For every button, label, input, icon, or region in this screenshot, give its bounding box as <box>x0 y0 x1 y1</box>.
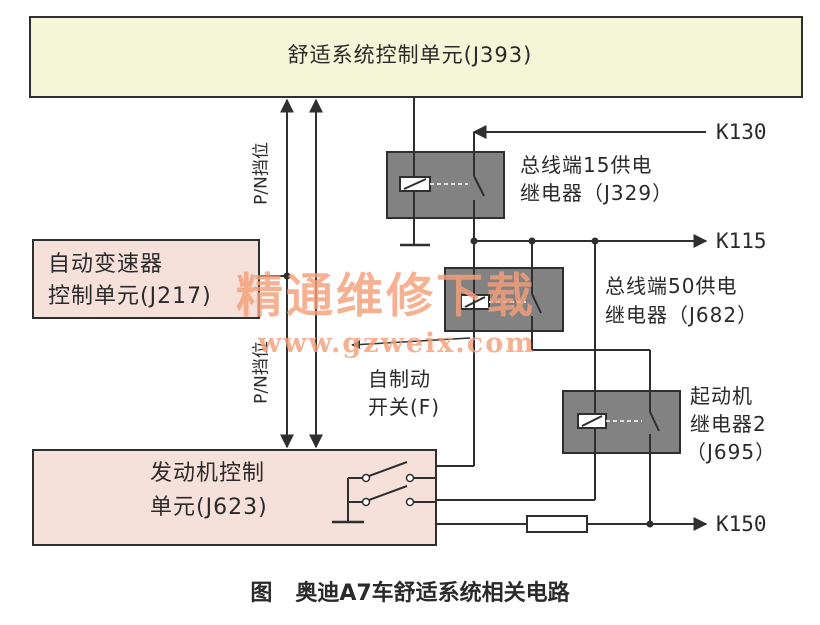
fuse <box>526 515 588 533</box>
terminal-k115-label: K115 <box>716 229 767 253</box>
terminal-k150-label: K150 <box>716 512 767 536</box>
brake-switch-label-line1: 自制动 <box>368 367 431 391</box>
brake-switch-label-line2: 开关(F) <box>368 395 441 419</box>
pn-label-upper: P/N挡位 <box>251 142 272 205</box>
relay-j695-box <box>562 390 681 454</box>
watermark-url: www.gzweix.com <box>258 328 536 359</box>
relay-j329-label-line2: 继电器（J329） <box>520 181 674 205</box>
ecu-box <box>32 449 437 546</box>
tcu-label-line2: 控制单元(J217) <box>48 284 212 309</box>
relay-j695-label-line3: （J695） <box>686 440 777 464</box>
tcu-label-line1: 自动变速器 <box>48 252 164 277</box>
terminal-k130-label: K130 <box>716 120 767 144</box>
relay-j682-label-line1: 总线端50供电 <box>605 274 738 298</box>
j393-label: 舒适系统控制单元(J393) <box>287 43 533 67</box>
tcu-box <box>32 239 260 319</box>
relay-j695-label-line1: 起动机 <box>690 384 753 408</box>
figure-caption: 图 奥迪A7车舒适系统相关电路 <box>250 581 570 606</box>
ecu-label-line1: 发动机控制 <box>150 461 266 486</box>
ecu-label-line2: 单元(J623) <box>150 495 268 520</box>
relay-j682-label-line2: 继电器（J682） <box>605 303 759 327</box>
relay-j695-label-line2: 继电器2 <box>690 412 767 436</box>
j393-box <box>29 16 803 98</box>
relay-j329-label-line1: 总线端15供电 <box>520 153 653 177</box>
watermark-cn: 精通维修下载 <box>236 269 536 324</box>
